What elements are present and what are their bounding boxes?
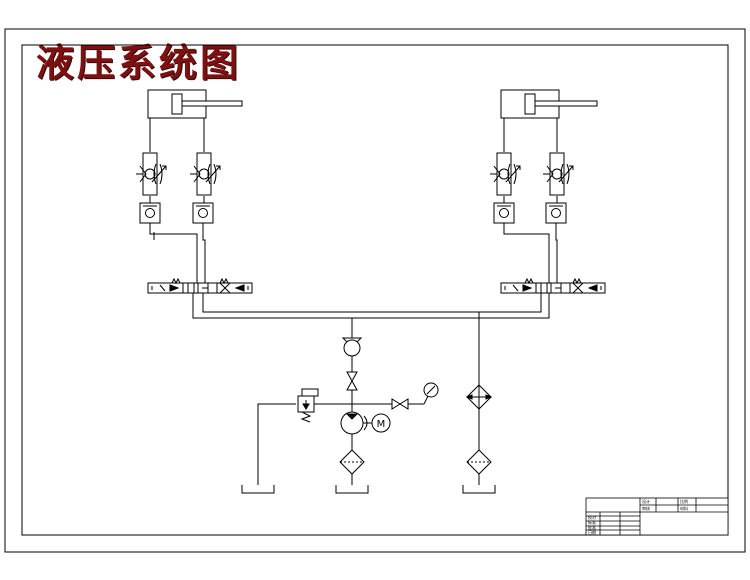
return-filter (466, 449, 492, 475)
pump-check-valve (341, 337, 363, 357)
drawing-frame (4, 28, 746, 553)
title-block-cell: 日期 (588, 529, 596, 535)
title-block-cell: 校对 (588, 514, 596, 520)
cooler (465, 384, 493, 410)
right-directional-valve (500, 278, 606, 294)
title-block-cell: 比例 (680, 498, 688, 504)
left-hydraulic-lock-1 (139, 202, 161, 224)
right-throttle-valve-1 (489, 152, 521, 196)
stop-valve (346, 371, 358, 391)
main-pipes (192, 293, 550, 485)
title-block (585, 497, 729, 536)
left-directional-valve (147, 278, 253, 294)
hydraulic-pump (340, 411, 372, 435)
left-cylinder (147, 89, 243, 119)
title-block-cell: 批准 (588, 524, 596, 530)
left-throttle-valve-1 (135, 152, 167, 196)
electric-motor: M (371, 413, 391, 433)
right-cylinder (500, 89, 598, 119)
gauge-stop-valve (391, 398, 409, 410)
suction-filter (339, 449, 365, 475)
pressure-gauge (423, 382, 439, 398)
left-hydraulic-lock-2 (192, 202, 214, 224)
oil-tank-3 (462, 484, 496, 494)
motor-label: M (377, 419, 386, 430)
right-hydraulic-lock-1 (493, 202, 515, 224)
title-block-cell: 材料 (680, 505, 688, 511)
right-pipes (503, 118, 558, 283)
left-pipes (149, 118, 206, 283)
oil-tank-2 (335, 484, 369, 494)
title-block-cell: 标准 (588, 519, 596, 525)
title-block-cell: 审核 (642, 505, 650, 511)
right-throttle-valve-2 (542, 152, 574, 196)
drawing-title: 液压系统图 (36, 40, 242, 85)
oil-tank-1 (241, 484, 275, 494)
relief-valve (297, 388, 319, 423)
left-throttle-valve-2 (189, 152, 221, 196)
title-block-cell: 设计 (642, 498, 650, 504)
right-hydraulic-lock-2 (545, 202, 567, 224)
title-block-text: 设计 比例 审核 材料 校对 标准 批准 日期 (588, 498, 688, 535)
